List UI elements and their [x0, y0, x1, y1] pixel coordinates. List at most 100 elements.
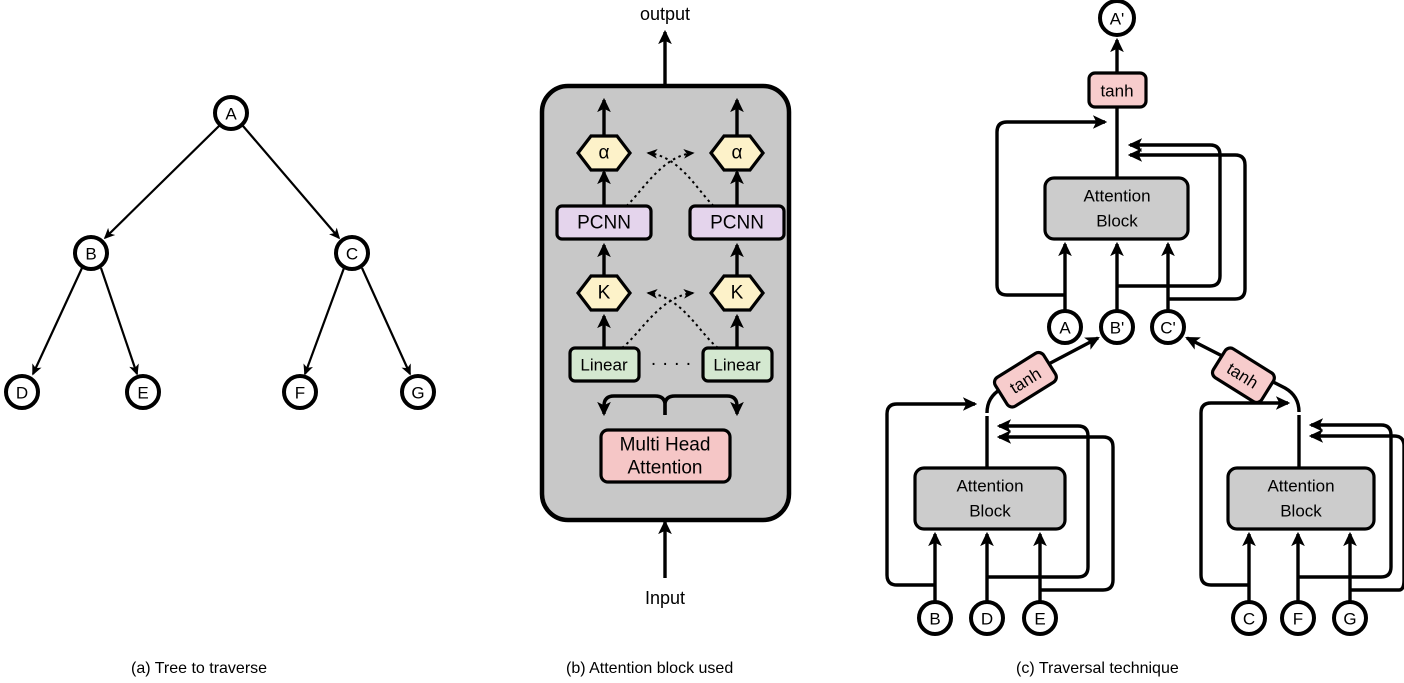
- tree-node-c[interactable]: C: [334, 235, 370, 271]
- panel-b-output-label: output: [640, 4, 690, 24]
- panel-c-node-b-prime-circle: [1099, 309, 1135, 345]
- panel-b-alpha-right-hex: [708, 134, 766, 172]
- panel-c-node-b-circle: [917, 600, 953, 636]
- panel-b-alpha-left[interactable]: α: [575, 134, 633, 172]
- panel-b-k-left[interactable]: K: [575, 274, 633, 312]
- panel-b-fanout-right: [663, 394, 744, 417]
- tree-node-e-circle: [125, 374, 161, 410]
- panel-c-node-e[interactable]: E: [1022, 600, 1058, 636]
- panel-b-k-right[interactable]: K: [708, 274, 766, 312]
- panel-c-node-a[interactable]: A: [1047, 309, 1083, 345]
- panel-c-node-c-label: C: [1243, 610, 1255, 629]
- panel-b-linear-right-box: [701, 346, 774, 383]
- panel-b-k-right-hex: [708, 274, 766, 312]
- tree-edge-b-d: [32, 267, 83, 376]
- panel-b-multihead-box: [599, 428, 732, 484]
- panel-b-alpha-right[interactable]: α: [708, 134, 766, 172]
- panel-b-ellipsis: · · · ·: [650, 354, 691, 375]
- panel-c-left-residual-e: [996, 430, 1115, 592]
- tree-node-g-label: G: [411, 384, 424, 403]
- tree-edge-c-g: [360, 267, 412, 376]
- caption-a: (a) Tree to traverse: [131, 660, 268, 677]
- panel-c-node-a-prime-circle: [1098, 0, 1136, 37]
- tree-node-d-circle: [4, 374, 40, 410]
- panel-c-right-residual-c: [1199, 396, 1291, 587]
- panel-b-linear-right[interactable]: Linear: [701, 346, 774, 383]
- tree-node-a[interactable]: A: [213, 95, 249, 131]
- panel-c-node-d-label: D: [981, 610, 993, 629]
- panel-c-node-a-circle: [1047, 309, 1083, 345]
- panel-c-node-c-circle: [1231, 600, 1267, 636]
- panel-b-linear-left[interactable]: Linear: [568, 346, 641, 383]
- panel-c-attention-block-top-box: [1043, 176, 1190, 241]
- panel-c-node-c[interactable]: C: [1231, 600, 1267, 636]
- tree-node-g-circle: [400, 374, 436, 410]
- panel-b-k-left-hex: [575, 274, 633, 312]
- tree-node-b-circle: [73, 235, 109, 271]
- panel-c-attention-block-right-line2: Block: [1280, 502, 1322, 521]
- tree-node-e-label: E: [137, 384, 148, 403]
- tree-node-b-label: B: [85, 245, 96, 264]
- panel-c-attention-block-left[interactable]: Attention Block: [913, 466, 1067, 531]
- panel-c-tanh-right[interactable]: tanh: [1210, 346, 1276, 405]
- panel-c-tanh-top[interactable]: tanh: [1087, 71, 1148, 109]
- panel-c-node-e-circle: [1022, 600, 1058, 636]
- panel-b-attention-block: output Input α α: [539, 4, 792, 608]
- panel-c-right-residual-g: [1308, 429, 1404, 592]
- panel-c-node-g[interactable]: G: [1332, 600, 1368, 636]
- panel-c-node-d[interactable]: D: [969, 600, 1005, 636]
- panel-c-node-b-label: B: [929, 610, 940, 629]
- panel-c-tanh-left[interactable]: tanh: [992, 350, 1058, 409]
- panel-b-k-cross-right: [621, 289, 695, 349]
- panel-b-linear-right-label: Linear: [713, 356, 761, 375]
- tree-node-c-label: C: [346, 245, 358, 264]
- panel-b-multihead-label-line2: Attention: [628, 458, 703, 479]
- panel-c-tanh-top-label: tanh: [1100, 82, 1133, 101]
- panel-c-node-f-circle: [1280, 600, 1316, 636]
- panel-c-top-residual-a: [995, 115, 1108, 297]
- panel-c-attention-block-top[interactable]: Attention Block: [1043, 176, 1190, 241]
- panel-c-attention-block-right-line1: Attention: [1267, 477, 1334, 496]
- tree-node-e[interactable]: E: [125, 374, 161, 410]
- panel-b-multihead-attention[interactable]: Multi Head Attention: [599, 428, 732, 484]
- tree-node-f[interactable]: F: [282, 374, 318, 410]
- panel-c-attention-block-top-line2: Block: [1096, 212, 1138, 231]
- panel-c-node-c-prime-label: C': [1160, 319, 1176, 338]
- panel-c-node-c-prime[interactable]: C': [1150, 309, 1186, 345]
- tree-node-d[interactable]: D: [4, 374, 40, 410]
- panel-b-alpha-left-label: α: [599, 143, 610, 164]
- panel-c-node-a-prime[interactable]: A': [1098, 0, 1136, 37]
- tree-node-c-circle: [334, 235, 370, 271]
- panel-c-attention-block-left-line1: Attention: [956, 477, 1023, 496]
- tree-edge-a-c: [242, 125, 341, 240]
- panel-b-pcnn-left[interactable]: PCNN: [555, 204, 653, 241]
- panel-c-node-b-prime[interactable]: B': [1099, 309, 1135, 345]
- tree-node-f-label: F: [295, 384, 305, 403]
- panel-c-top-residual-cp: [1127, 148, 1247, 301]
- panel-b-pcnn-right[interactable]: PCNN: [688, 204, 786, 241]
- panel-a-tree: A B C D E: [4, 95, 436, 410]
- tree-node-a-circle: [213, 95, 249, 131]
- panel-b-pcnn-right-box: [688, 204, 786, 241]
- panel-c-node-f[interactable]: F: [1280, 600, 1316, 636]
- panel-c-node-g-circle: [1332, 600, 1368, 636]
- panel-c-attention-block-top-line1: Attention: [1083, 187, 1150, 206]
- panel-c-node-e-label: E: [1034, 610, 1045, 629]
- panel-b-alpha-right-label: α: [732, 143, 743, 164]
- panel-c-attention-block-left-box: [913, 466, 1067, 531]
- panel-c-attention-block-right[interactable]: Attention Block: [1226, 466, 1376, 531]
- panel-c-node-a-label: A: [1059, 319, 1071, 338]
- tree-edge-a-b: [103, 125, 220, 240]
- panel-c-left-residual-b: [885, 397, 978, 587]
- panel-b-pcnn-left-label: PCNN: [577, 213, 631, 234]
- tree-node-d-label: D: [16, 384, 28, 403]
- panel-c-node-c-prime-circle: [1150, 309, 1186, 345]
- tree-node-g[interactable]: G: [400, 374, 436, 410]
- tree-node-b[interactable]: B: [73, 235, 109, 271]
- panel-b-linear-left-box: [568, 346, 641, 383]
- panel-c-attention-block-right-box: [1226, 466, 1376, 531]
- panel-c-node-b[interactable]: B: [917, 600, 953, 636]
- caption-c: (c) Traversal technique: [1016, 660, 1179, 677]
